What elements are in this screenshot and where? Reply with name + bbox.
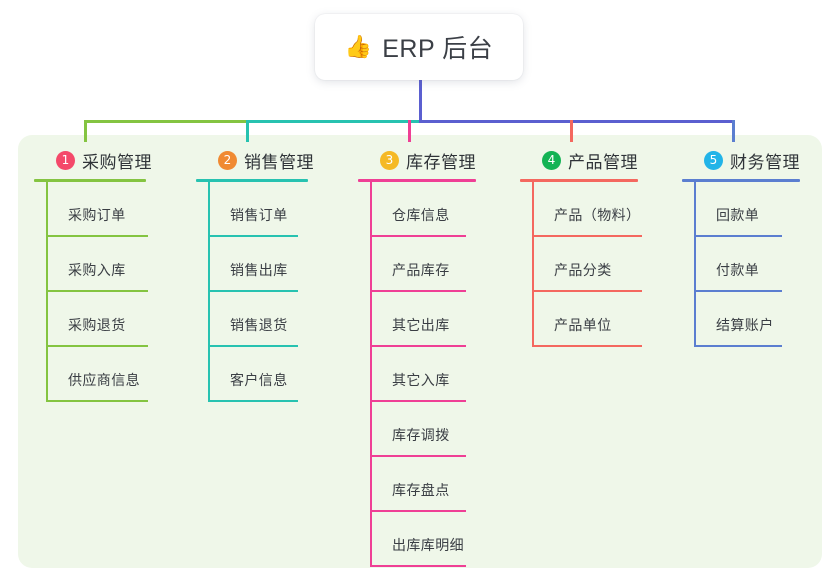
branch-header-财务管理[interactable]: 5 财务管理	[682, 147, 812, 173]
bus-segment-3	[419, 120, 735, 123]
branch-item-label: 采购订单	[68, 207, 126, 223]
branch-item[interactable]: 产品库存	[370, 237, 488, 292]
bus-segment-2	[246, 120, 422, 123]
branch-item-label: 库存调拨	[392, 427, 450, 443]
branch-item-list: 销售订单销售出库销售退货客户信息	[196, 182, 326, 402]
branch-item-label: 产品库存	[392, 262, 450, 278]
branch-item[interactable]: 产品单位	[532, 292, 650, 347]
branch-item-label: 库存盘点	[392, 482, 450, 498]
branch-item-label: 客户信息	[230, 372, 288, 388]
branch-underline	[34, 179, 146, 182]
branch-item[interactable]: 采购订单	[46, 182, 184, 237]
branch-item[interactable]: 回款单	[694, 182, 812, 237]
branch-item-label: 销售退货	[230, 317, 288, 333]
branch-item-list: 产品（物料） 产品分类产品单位	[520, 182, 650, 347]
branch-underline	[358, 179, 476, 182]
branch-column-库存管理: 3 库存管理仓库信息产品库存其它出库其它入库库存调拨库存盘点出库库明细	[358, 147, 488, 567]
branch-item-label: 产品单位	[554, 317, 612, 333]
branch-drop-3	[408, 120, 411, 142]
branch-column-销售管理: 2 销售管理销售订单销售出库销售退货客户信息	[196, 147, 326, 402]
branch-item-list: 仓库信息产品库存其它出库其它入库库存调拨库存盘点出库库明细	[358, 182, 488, 567]
branch-item-label: 销售出库	[230, 262, 288, 278]
bus-segment-1	[84, 120, 249, 123]
branch-title: 财务管理	[730, 152, 800, 172]
branch-item-label: 销售订单	[230, 207, 288, 223]
branch-title: 采购管理	[82, 152, 152, 172]
branch-drop-2	[246, 120, 249, 142]
branch-item-label: 回款单	[716, 207, 760, 223]
branch-item[interactable]: 库存盘点	[370, 457, 488, 512]
branch-item-label: 出库库明细	[392, 537, 464, 553]
branch-item[interactable]: 采购退货	[46, 292, 184, 347]
branch-drop-1	[84, 120, 87, 142]
branch-number-badge: 1	[56, 150, 75, 170]
branch-item[interactable]: 销售出库	[208, 237, 326, 292]
branch-item[interactable]: 结算账户	[694, 292, 812, 347]
branch-number-badge: 5	[704, 150, 723, 170]
branch-item[interactable]: 出库库明细	[370, 512, 488, 567]
branches-panel	[18, 135, 822, 568]
branch-column-产品管理: 4 产品管理产品（物料） 产品分类产品单位	[520, 147, 650, 347]
page-title: ERP 后台	[382, 35, 494, 63]
branch-item[interactable]: 供应商信息	[46, 347, 184, 402]
branch-item-list: 采购订单采购入库采购退货供应商信息	[34, 182, 184, 402]
branch-item-label: 其它入库	[392, 372, 450, 388]
branch-item-label: 采购退货	[68, 317, 126, 333]
branch-item-label: 付款单	[716, 262, 760, 278]
branch-item[interactable]: 其它入库	[370, 347, 488, 402]
branch-column-财务管理: 5 财务管理回款单付款单结算账户	[682, 147, 812, 347]
thumbs-up-icon: 👍	[344, 34, 373, 59]
branch-drop-5	[732, 120, 735, 142]
branch-item[interactable]: 采购入库	[46, 237, 184, 292]
branch-item-label: 供应商信息	[68, 372, 140, 388]
branch-item-label: 其它出库	[392, 317, 450, 333]
branch-header-采购管理[interactable]: 1 采购管理	[34, 147, 184, 173]
branch-header-产品管理[interactable]: 4 产品管理	[520, 147, 650, 173]
branch-drop-4	[570, 120, 573, 142]
branch-item-label: 采购入库	[68, 262, 126, 278]
branch-item-label: 产品（物料）	[554, 207, 641, 223]
branch-item[interactable]: 产品（物料）	[532, 182, 650, 237]
branch-item-list: 回款单付款单结算账户	[682, 182, 812, 347]
branch-item-label: 仓库信息	[392, 207, 450, 223]
branch-underline	[520, 179, 638, 182]
branch-item[interactable]: 产品分类	[532, 237, 650, 292]
branch-item[interactable]: 其它出库	[370, 292, 488, 347]
branch-number-badge: 4	[542, 150, 561, 170]
branch-header-销售管理[interactable]: 2 销售管理	[196, 147, 326, 173]
root-stem	[419, 80, 422, 123]
branch-item[interactable]: 仓库信息	[370, 182, 488, 237]
branch-title: 产品管理	[568, 152, 638, 172]
branch-title: 销售管理	[244, 152, 314, 172]
branch-header-库存管理[interactable]: 3 库存管理	[358, 147, 488, 173]
branch-item[interactable]: 销售订单	[208, 182, 326, 237]
branch-number-badge: 3	[380, 150, 399, 170]
branch-underline	[196, 179, 308, 182]
branch-title: 库存管理	[406, 152, 476, 172]
branch-item[interactable]: 客户信息	[208, 347, 326, 402]
branch-item-label: 产品分类	[554, 262, 612, 278]
branch-number-badge: 2	[218, 150, 237, 170]
branch-underline	[682, 179, 800, 182]
branch-item-label: 结算账户	[716, 317, 774, 333]
branch-item[interactable]: 付款单	[694, 237, 812, 292]
branch-column-采购管理: 1 采购管理采购订单采购入库采购退货供应商信息	[34, 147, 184, 402]
branch-item[interactable]: 销售退货	[208, 292, 326, 347]
branch-item[interactable]: 库存调拨	[370, 402, 488, 457]
root-node[interactable]: 👍 ERP 后台	[315, 14, 523, 80]
